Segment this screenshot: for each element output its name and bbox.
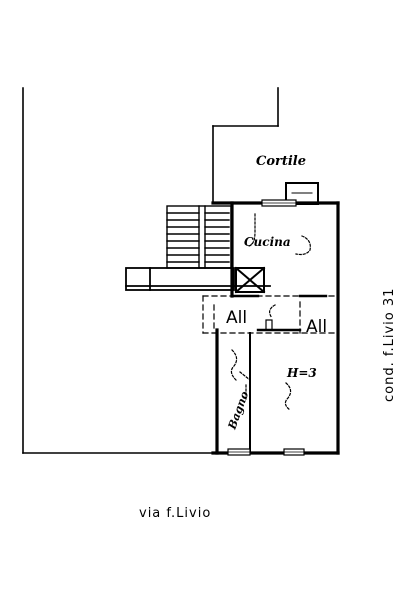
windows-bottom bbox=[227, 448, 305, 456]
courtyard-label: Cortile bbox=[256, 154, 306, 169]
bath-label: Bagno bbox=[225, 390, 251, 432]
handwritten-marks bbox=[230, 213, 311, 411]
street-label-bottom: via f.Livio bbox=[139, 506, 211, 521]
small-fixture bbox=[265, 319, 273, 331]
height-label: H=3 bbox=[286, 366, 317, 380]
kitchen-label: Cucina bbox=[244, 235, 291, 249]
staircase bbox=[166, 205, 232, 269]
site-boundary bbox=[22, 87, 339, 454]
street-label-right: cond. f.Livio 31 bbox=[382, 288, 397, 402]
chimney-block bbox=[285, 182, 319, 205]
sign-right: All bbox=[306, 317, 327, 337]
sign-left: All bbox=[226, 308, 247, 328]
landing bbox=[125, 267, 271, 291]
flue-box bbox=[234, 266, 266, 294]
